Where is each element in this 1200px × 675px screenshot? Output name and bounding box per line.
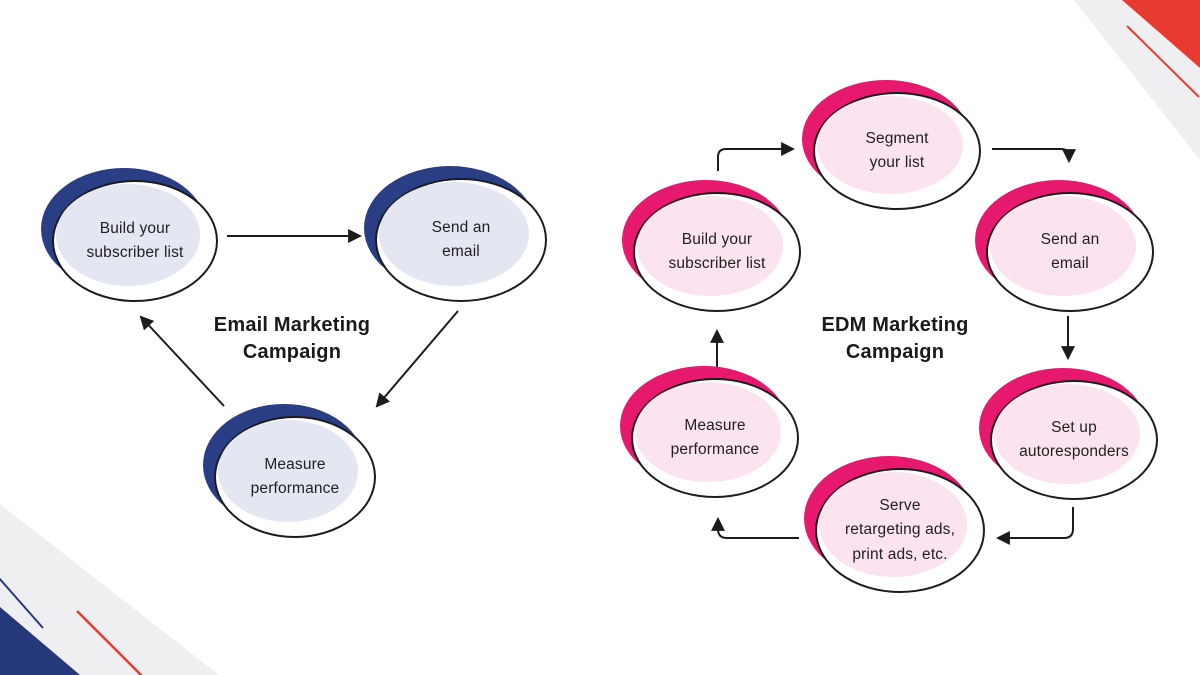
node-set-up-autoresponders: Set up autoresponders	[979, 368, 1158, 500]
node-send-an-email-edm: Send an email	[975, 180, 1154, 312]
corner-gray-band-bottom-left-icon	[0, 504, 219, 675]
corner-navy-line-bottom-left-icon	[0, 577, 44, 629]
node-fill-ellipse	[994, 384, 1140, 484]
arrow-retargeting-to-measure-icon	[711, 516, 799, 539]
node-ellipse: Measure performance	[631, 378, 799, 498]
node-ellipse: Set up autoresponders	[990, 380, 1158, 500]
corner-gray-band-top-right-icon	[1074, 0, 1200, 160]
node-label: Segment your list	[865, 129, 929, 171]
node-label: Send an email	[1040, 230, 1100, 272]
node-segment-your-list: Segment your list	[802, 80, 981, 210]
node-measure-performance-edm: Measure performance	[620, 366, 799, 498]
left-diagram-title: Email Marketing Campaign	[213, 314, 371, 363]
node-fill-ellipse	[637, 196, 783, 296]
arrow-build-to-segment-icon	[717, 142, 796, 171]
arrow-segment-to-send-icon	[992, 148, 1076, 164]
node-send-an-email: Send an email	[364, 166, 547, 302]
node-ellipse: Serve retargeting ads, print ads, etc.	[815, 468, 985, 593]
node-fill-ellipse	[56, 184, 200, 286]
node-measure-performance: Measure performance	[203, 404, 376, 538]
node-ellipse: Build your subscriber list	[52, 180, 218, 302]
node-serve-retargeting-ads: Serve retargeting ads, print ads, etc.	[804, 456, 985, 593]
right-diagram-title: EDM Marketing Campaign	[821, 314, 969, 363]
node-fill-ellipse	[635, 382, 781, 482]
node-ellipse: Send an email	[375, 178, 547, 302]
node-build-subscriber-list: Build your subscriber list	[41, 168, 218, 302]
node-label: Set up autoresponders	[1019, 418, 1129, 460]
node-label: Send an email	[431, 218, 491, 260]
node-fill-ellipse	[218, 420, 358, 522]
node-label: Serve retargeting ads, print ads, etc.	[844, 497, 956, 563]
node-ellipse: Measure performance	[214, 416, 376, 538]
corner-red-triangle-icon	[1122, 0, 1200, 68]
arrow-autoresponders-to-retargeting-icon	[995, 507, 1074, 545]
node-label: Measure performance	[670, 416, 760, 458]
corner-red-line-top-right-icon	[1126, 25, 1200, 98]
node-label: Build your subscriber list	[86, 219, 184, 261]
corner-red-line-bottom-left-icon	[76, 610, 143, 675]
node-label: Build your subscriber list	[668, 230, 766, 272]
node-fill-ellipse	[990, 196, 1136, 296]
node-fill-ellipse	[379, 182, 529, 286]
node-ellipse: Send an email	[986, 192, 1154, 312]
node-fill-ellipse	[819, 472, 967, 577]
node-fill-ellipse	[817, 96, 963, 194]
node-label: Measure performance	[250, 455, 340, 497]
node-ellipse: Segment your list	[813, 92, 981, 210]
node-build-subscriber-list-edm: Build your subscriber list	[622, 180, 801, 312]
node-ellipse: Build your subscriber list	[633, 192, 801, 312]
corner-navy-triangle-icon	[0, 607, 80, 675]
